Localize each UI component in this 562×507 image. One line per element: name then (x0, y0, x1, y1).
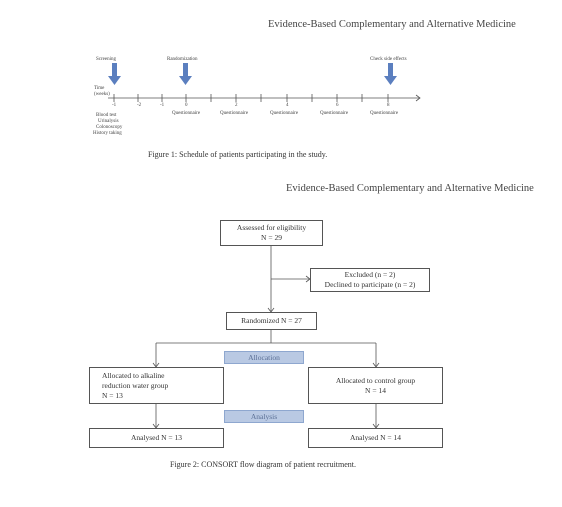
questionnaire-label: Questionnaire (220, 111, 249, 116)
time-axis-unit: (weeks) (94, 92, 110, 97)
timeline-axis (108, 94, 421, 102)
down-arrow-icon (384, 63, 397, 85)
tick-label: -1 (112, 103, 117, 108)
control-line1: Allocated to control group (335, 375, 416, 385)
journal-header-1: Evidence-Based Complementary and Alterna… (268, 19, 516, 30)
tick-label: -2 (137, 103, 142, 108)
assessed-line2: N = 29 (261, 233, 282, 242)
tick-label: 4 (286, 103, 289, 108)
control-line2: N = 14 (365, 385, 386, 395)
marker-label-check-side-effects: Check side effects (370, 57, 407, 62)
screening-test: Colonoscopy (96, 125, 123, 130)
control-group-box: Allocated to control group N = 14 (308, 367, 443, 404)
analysed-right-label: Analysed N = 14 (349, 433, 402, 442)
randomized-box: Randomized N = 27 (226, 312, 317, 330)
allocation-stage-label: Allocation (224, 351, 304, 364)
alkaline-line1: Allocated to alkaline (102, 370, 165, 380)
timeline-ticks (113, 94, 389, 102)
randomized-label: Randomized N = 27 (241, 316, 302, 325)
alkaline-line3: N = 13 (102, 390, 123, 400)
questionnaire-label: Questionnaire (172, 111, 201, 116)
analysed-left-box: Analysed N = 13 (89, 428, 224, 448)
questionnaire-label: Questionnaire (270, 111, 299, 116)
excluded-box: Excluded (n = 2) Declined to participate… (310, 268, 430, 292)
alkaline-group-box: Allocated to alkaline reduction water gr… (89, 367, 224, 404)
tick-label: 2 (235, 103, 238, 108)
down-arrow-icon (108, 63, 121, 85)
screening-test: Urinalysis (98, 119, 119, 124)
tick-label: -1 (160, 103, 165, 108)
time-axis-label: Time (94, 86, 105, 91)
questionnaire-label: Questionnaire (320, 111, 349, 116)
figure-1-caption: Figure 1: Schedule of patients participa… (148, 150, 328, 159)
down-arrow-icon (179, 63, 192, 85)
questionnaire-label: Questionnaire (370, 111, 399, 116)
tick-label: 6 (336, 103, 339, 108)
journal-header-2: Evidence-Based Complementary and Alterna… (286, 183, 534, 194)
excluded-line2: Declined to participate (n = 2) (324, 280, 416, 289)
assessed-box: Assessed for eligibility N = 29 (220, 220, 323, 246)
tick-label: 0 (185, 103, 188, 108)
alkaline-line2: reduction water group (102, 380, 169, 390)
excluded-line1: Excluded (n = 2) (344, 270, 396, 279)
screening-test: Blood test (96, 113, 117, 118)
analysed-right-box: Analysed N = 14 (308, 428, 443, 448)
assessed-line1: Assessed for eligibility (236, 223, 307, 232)
analysed-left-label: Analysed N = 13 (130, 433, 183, 442)
marker-label-randomization: Randomization (167, 57, 198, 62)
figure-2-caption: Figure 2: CONSORT flow diagram of patien… (170, 460, 357, 469)
marker-label-screening: Screening (96, 57, 116, 62)
tick-label: 8 (387, 103, 390, 108)
analysis-stage-label: Analysis (224, 410, 304, 423)
screening-test: History taking (93, 131, 122, 136)
